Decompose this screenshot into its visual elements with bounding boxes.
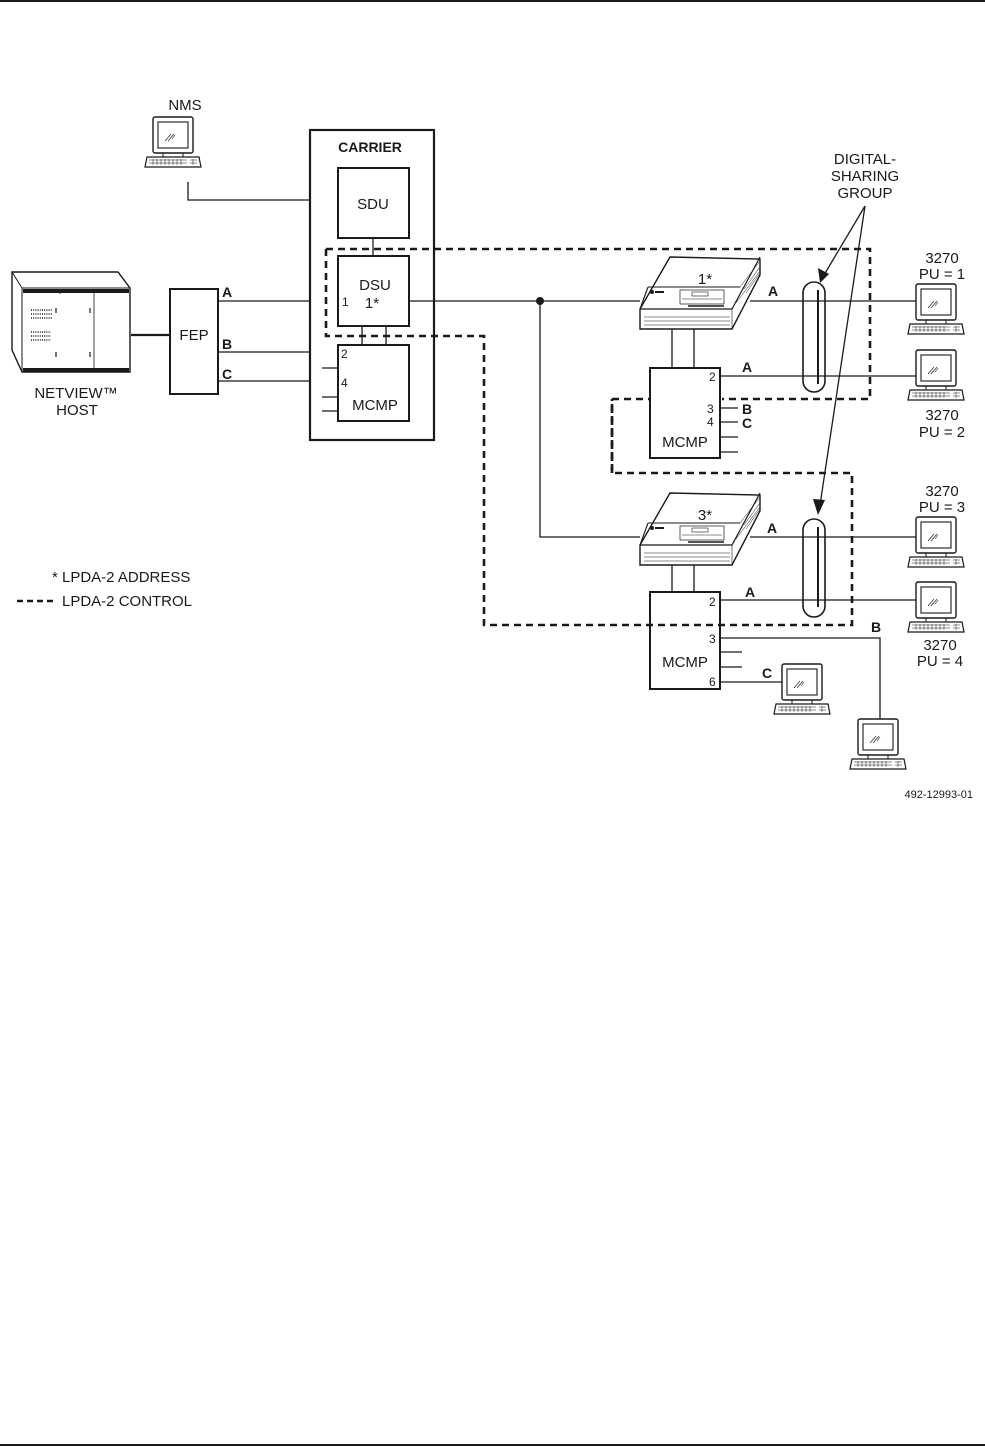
mcmp-3-spare-ports bbox=[720, 651, 742, 668]
mcmp3-line-a-label: A bbox=[745, 584, 755, 600]
remote-dsu-1-address: 1* bbox=[698, 271, 712, 288]
carrier-mcmp-port-4: 4 bbox=[341, 376, 348, 390]
trunk-branch-line bbox=[539, 301, 640, 538]
remote-dsu-1-icon bbox=[639, 256, 761, 330]
sharing-group-label-line2: SHARING bbox=[831, 168, 899, 185]
carrier-mcmp-box bbox=[337, 344, 410, 422]
carrier-mcmp-spare-ports bbox=[322, 367, 338, 412]
terminal-line-b-icon bbox=[849, 718, 907, 770]
sharing-group-label-line1: DIGITAL- bbox=[834, 151, 896, 168]
fep-label: FEP bbox=[179, 327, 208, 344]
terminal-pu3-pu: PU = 3 bbox=[919, 499, 965, 516]
lpda-control-region-1-top bbox=[326, 247, 872, 401]
mcmp-1-port-4: 4 bbox=[707, 415, 714, 429]
terminal-pu3-icon bbox=[907, 516, 965, 568]
dsu-port-1: 1 bbox=[342, 295, 349, 309]
legend-address-label: LPDA-2 ADDRESS bbox=[62, 569, 190, 586]
dsu3-mcmp3-link bbox=[671, 565, 695, 592]
sharing-group-label-line3: GROUP bbox=[837, 185, 892, 202]
terminal-pu2-icon bbox=[907, 349, 965, 401]
fep-box bbox=[169, 288, 219, 395]
dsu1-line-a-label: A bbox=[768, 283, 778, 299]
host-label-line1: NETVIEW™ bbox=[34, 385, 117, 402]
nms-terminal-icon bbox=[144, 116, 202, 168]
terminal-pu4-icon bbox=[907, 581, 965, 633]
carrier-mcmp-port-2: 2 bbox=[341, 347, 348, 361]
mcmp3-line-b-label: B bbox=[871, 619, 881, 635]
mcmp-3-box bbox=[649, 591, 721, 690]
dsu-box bbox=[337, 255, 410, 327]
mcmp-3-port-3: 3 bbox=[709, 632, 716, 646]
fep-line-c-label: C bbox=[222, 366, 232, 382]
terminal-pu1-pu: PU = 1 bbox=[919, 266, 965, 283]
sdu-label: SDU bbox=[357, 196, 389, 213]
terminal-pu2-pu: PU = 2 bbox=[919, 424, 965, 441]
terminal-pu1-icon bbox=[907, 283, 965, 335]
sdu-box bbox=[337, 167, 410, 239]
mcmp-3-label: MCMP bbox=[662, 654, 708, 671]
mcmp-1-line-b-label: B bbox=[742, 401, 752, 417]
mcmp-1-port-2: 2 bbox=[709, 370, 716, 384]
carrier-mcmp-label: MCMP bbox=[352, 397, 398, 414]
legend-address-symbol: * bbox=[52, 569, 58, 586]
mcmp3-line-c-label: C bbox=[762, 665, 772, 681]
legend-control-label: LPDA-2 CONTROL bbox=[62, 593, 192, 610]
mcmp-1-port-lines bbox=[720, 407, 738, 453]
terminal-pu2-model: 3270 bbox=[925, 407, 958, 424]
carrier-label: CARRIER bbox=[338, 139, 402, 155]
dsu3-line-a-label: A bbox=[767, 520, 777, 536]
terminal-pu4-model: 3270 bbox=[923, 637, 956, 654]
terminal-pu3-model: 3270 bbox=[925, 483, 958, 500]
figure-id: 492-12993-01 bbox=[904, 789, 973, 801]
mcmp3-line-b bbox=[720, 637, 881, 720]
dsu1-mcmp1-link bbox=[671, 329, 695, 368]
terminal-pu4-pu: PU = 4 bbox=[917, 653, 963, 670]
netview-host-icon bbox=[11, 271, 131, 373]
remote-dsu-3-address: 3* bbox=[698, 507, 712, 524]
sharing-group-arrows bbox=[813, 205, 866, 515]
mcmp-3-port-6: 6 bbox=[709, 675, 716, 689]
fep-line-b-label: B bbox=[222, 336, 232, 352]
page-bottom-rule bbox=[0, 1444, 985, 1446]
terminal-line-c-icon bbox=[773, 663, 831, 715]
sharing-group-1-capsule bbox=[802, 281, 826, 393]
lpda-control-region-main bbox=[324, 249, 854, 627]
mcmp-3-port-2: 2 bbox=[709, 595, 716, 609]
host-label-line2: HOST bbox=[56, 402, 98, 419]
mcmp-1-port-3: 3 bbox=[707, 402, 714, 416]
dsu-address: 1* bbox=[365, 295, 379, 312]
sharing-group-2-capsule bbox=[802, 518, 826, 618]
fep-line-a-label: A bbox=[222, 284, 232, 300]
dsu-label: DSU bbox=[359, 277, 391, 294]
nms-label: NMS bbox=[168, 97, 201, 114]
page-top-rule bbox=[0, 0, 985, 2]
mcmp-1-label: MCMP bbox=[662, 434, 708, 451]
terminal-pu1-model: 3270 bbox=[925, 250, 958, 267]
mcmp-1-line-c-label: C bbox=[742, 415, 752, 431]
remote-dsu-3-icon bbox=[639, 492, 761, 566]
mcmp1-line-a-label: A bbox=[742, 359, 752, 375]
nms-sdu-link bbox=[187, 182, 338, 201]
mcmp-1-box bbox=[649, 367, 721, 459]
